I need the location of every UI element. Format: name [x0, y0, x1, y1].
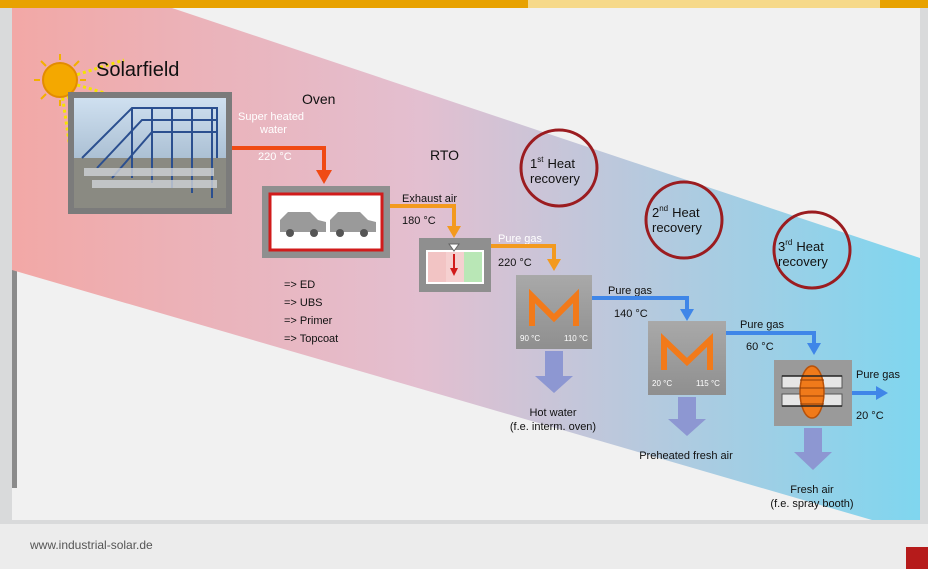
- exhaust-air-label: Exhaust air: [402, 193, 457, 205]
- car-icon: [330, 212, 376, 237]
- fresh-air-label: Fresh air: [790, 484, 834, 496]
- oven-process-list: => ED => UBS => Primer => Topcoat: [284, 279, 338, 345]
- hr1-heat: Heat: [547, 156, 575, 171]
- process-item: => ED: [284, 279, 315, 291]
- top-accent-bar-light: [528, 0, 880, 8]
- fresh-air-sublabel: (f.e. spray booth): [770, 498, 853, 510]
- exhaust-temp-label: 180 °C: [402, 215, 436, 227]
- hr2-suffix: nd: [659, 204, 668, 213]
- corner-accent: [906, 547, 928, 569]
- pure-gas-arrow-1: [491, 244, 561, 271]
- hot-water-arrow: [232, 146, 332, 184]
- pure-gas-label-2: Pure gas: [608, 285, 653, 297]
- gas-temp-label-3: 60 °C: [746, 341, 774, 353]
- oven-box: [262, 186, 390, 258]
- fresh-air-output-arrow: [794, 428, 832, 470]
- hr1-ordinal: 1: [530, 156, 537, 171]
- process-item: => Primer: [284, 315, 333, 327]
- hx1-inlet-temp: 90 °C: [520, 334, 540, 343]
- hr3-recovery: recovery: [778, 254, 828, 269]
- hr3-suffix: rd: [785, 238, 792, 247]
- hr3-ordinal: 3: [778, 239, 785, 254]
- pure-gas-exit-arrow: [852, 386, 888, 400]
- solarfield-photo: [68, 92, 232, 214]
- rto-label: RTO: [430, 147, 459, 163]
- preheated-air-output-arrow: [668, 397, 706, 436]
- process-item: => UBS: [284, 297, 323, 309]
- pure-gas-label-4: Pure gas: [856, 369, 901, 381]
- hot-water-sublabel: (f.e. interm. oven): [510, 421, 596, 433]
- oven-label: Oven: [302, 91, 335, 107]
- super-heated-label-2: water: [259, 124, 287, 136]
- hot-water-label: Hot water: [529, 407, 576, 419]
- hr2-heat: Heat: [672, 205, 700, 220]
- heat-exchanger-1: 90 °C 110 °C: [516, 275, 592, 349]
- hr2-recovery: recovery: [652, 220, 702, 235]
- rto-box: [419, 238, 491, 292]
- hx2-outlet-temp: 115 °C: [696, 379, 720, 388]
- preheated-air-label: Preheated fresh air: [639, 450, 733, 462]
- hr1-recovery: recovery: [530, 171, 580, 186]
- super-heated-label-1: Super heated: [238, 111, 304, 123]
- solarfield-label: Solarfield: [96, 59, 179, 81]
- hot-water-output-arrow: [535, 351, 573, 393]
- water-temp-label: 220 °C: [258, 151, 292, 163]
- footer: www.industrial-solar.de: [0, 524, 928, 569]
- hx1-outlet-temp: 110 °C: [564, 334, 588, 343]
- process-item: => Topcoat: [284, 333, 338, 345]
- pure-gas-arrow-2: [592, 296, 694, 321]
- top-accent-bar: [0, 0, 928, 8]
- hx2-inlet-temp: 20 °C: [652, 379, 672, 388]
- solar-heat-recovery-diagram: Solarfield Oven RTO Super heated water 2…: [12, 8, 920, 520]
- left-edge-bar: [12, 68, 17, 488]
- pure-gas-label-3: Pure gas: [740, 319, 785, 331]
- hr3-heat: Heat: [796, 239, 824, 254]
- hr2-ordinal: 2: [652, 205, 659, 220]
- car-icon: [280, 212, 326, 237]
- heat-wheel: [774, 360, 852, 426]
- hr1-suffix: st: [537, 155, 544, 164]
- footer-url: www.industrial-solar.de: [30, 538, 153, 552]
- heat-recovery-2-circle: 2nd Heat recovery: [644, 180, 724, 260]
- gas-temp-label-4: 20 °C: [856, 410, 884, 422]
- exhaust-air-arrow: [390, 204, 461, 238]
- heat-recovery-3-circle: 3rd Heat recovery: [772, 210, 852, 290]
- heat-exchanger-2: 20 °C 115 °C: [648, 321, 726, 395]
- gas-temp-label-2: 140 °C: [614, 308, 648, 320]
- pure-gas-label-1: Pure gas: [498, 233, 543, 245]
- gas-temp-label-1: 220 °C: [498, 257, 532, 269]
- pure-gas-arrow-3: [726, 331, 821, 355]
